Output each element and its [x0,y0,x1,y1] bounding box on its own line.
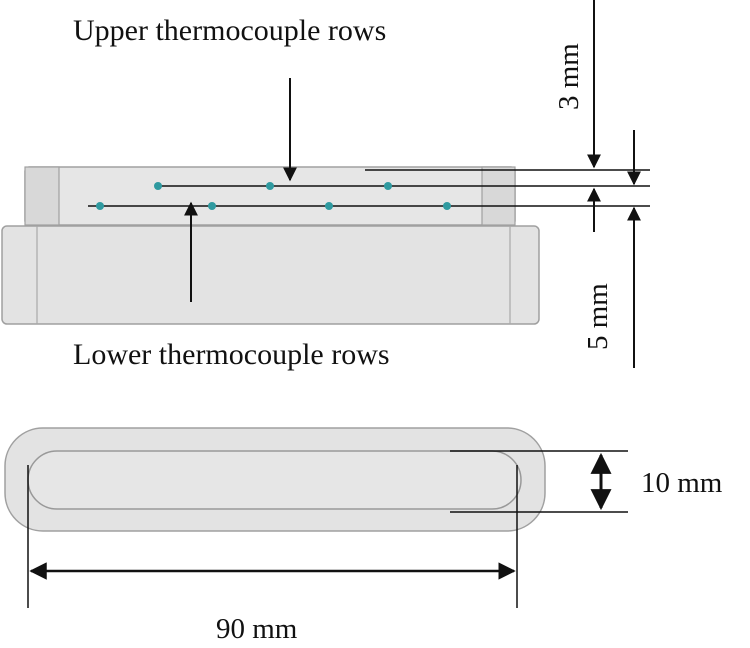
sensor-upper-1 [154,182,162,190]
dim-10mm-label: 10 mm [641,467,723,499]
top-view: 10 mm 90 mm [4,427,723,645]
side-view: Upper thermocouple rows Lower thermocoup… [1,0,650,371]
lower-rows-label: Lower thermocouple rows [73,338,390,371]
dim-3mm-label: 3 mm [553,43,585,110]
dim-90mm-label: 90 mm [216,613,298,643]
sensor-lower-1 [96,202,104,210]
upper-block-right-cap [481,166,516,226]
upper-rows-label: Upper thermocouple rows [73,14,386,47]
upper-block-left-cap [24,166,60,226]
sensor-upper-2 [266,182,274,190]
inner-channel [27,450,522,510]
dim-5mm-label: 5 mm [582,283,614,350]
sensor-lower-3 [325,202,333,210]
lower-block [1,225,540,325]
upper-block [24,166,516,226]
sensor-lower-4 [443,202,451,210]
sensor-lower-2 [208,202,216,210]
sensor-upper-3 [384,182,392,190]
